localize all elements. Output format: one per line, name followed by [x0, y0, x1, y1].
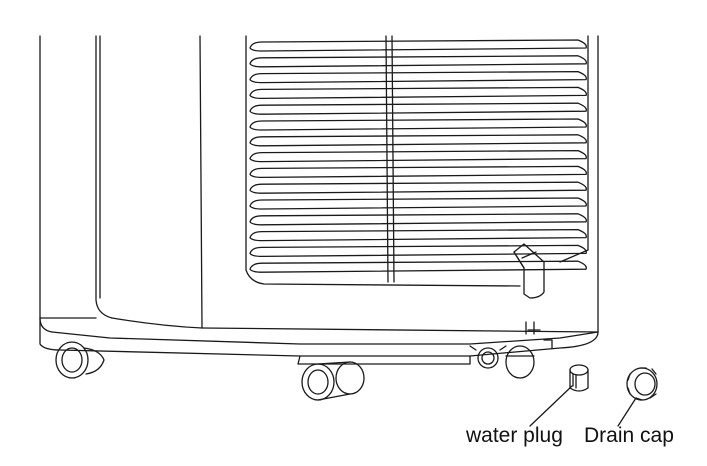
water-plug-leader-line — [529, 385, 573, 427]
grille-frame — [245, 35, 589, 287]
unit-side-panel — [39, 35, 113, 333]
grille-louver — [249, 213, 587, 226]
unit-base — [39, 317, 599, 365]
drain-cap-label: Drain cap — [584, 424, 674, 447]
grille-louver — [249, 181, 587, 194]
grille-louver — [249, 39, 587, 52]
water-plug-icon — [569, 364, 589, 392]
drain-port — [469, 321, 553, 369]
grille-louver — [249, 197, 587, 210]
grille-louver — [249, 102, 587, 115]
grille-louver — [249, 70, 587, 84]
water-plug-label: water plug — [466, 424, 563, 447]
caster-rear-right — [505, 345, 535, 379]
grille-louvers — [249, 39, 587, 273]
grille-louver — [249, 228, 587, 242]
grille-louver — [249, 134, 587, 147]
grille-louver — [249, 118, 587, 131]
drain-bracket — [513, 243, 545, 299]
grille-louver — [249, 149, 587, 163]
grille-louver — [249, 165, 587, 179]
drain-cap-icon — [626, 367, 658, 401]
caster-front-center — [301, 361, 365, 401]
unit-front-panel — [111, 35, 599, 333]
drain-cap-leader-line — [617, 397, 637, 427]
caster-front-left — [55, 341, 105, 379]
grille-louver — [249, 260, 587, 273]
grille-louver — [249, 86, 587, 100]
grille-louver — [249, 244, 587, 258]
grille-louver — [249, 55, 587, 68]
